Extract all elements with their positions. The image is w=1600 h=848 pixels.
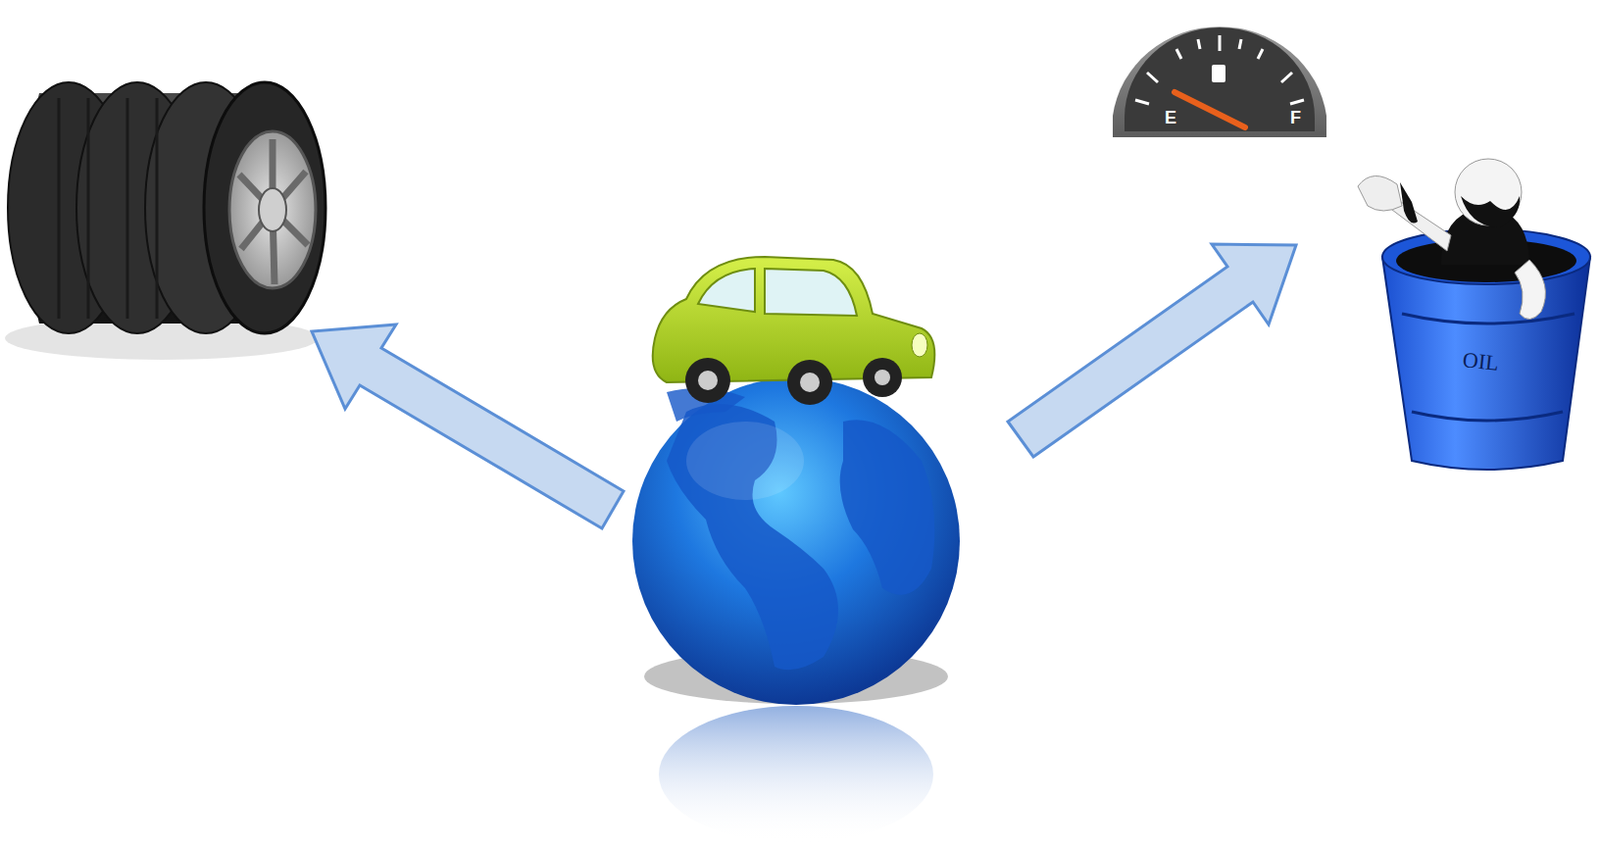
arrow-left	[311, 324, 624, 529]
car	[652, 256, 936, 405]
barrel-label: OIL	[1461, 349, 1500, 375]
globe	[632, 377, 960, 844]
fuel-gauge	[1112, 26, 1327, 138]
gauge-mark: F	[1290, 108, 1301, 127]
tire-stack	[4, 82, 326, 360]
oil-barrel	[1357, 158, 1591, 470]
arrow-right	[1007, 244, 1297, 457]
gauge-mark: E	[1164, 108, 1177, 127]
